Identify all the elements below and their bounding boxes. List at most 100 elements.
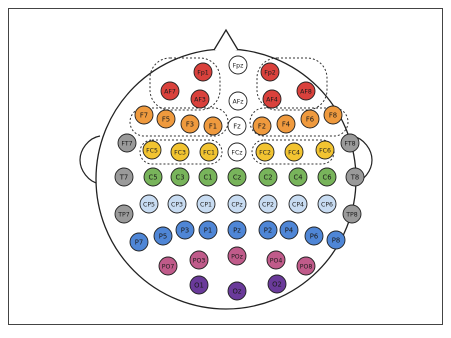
electrode-f6: F6 bbox=[301, 110, 319, 128]
electrode-fz: Fz bbox=[228, 117, 246, 135]
electrode-fcz: FCz bbox=[228, 143, 246, 161]
electrode-label: FC2 bbox=[259, 149, 271, 156]
electrode-label: T8 bbox=[350, 173, 359, 181]
electrode-po7: PO7 bbox=[159, 257, 177, 275]
electrode-label: CP2 bbox=[262, 201, 274, 208]
electrode-label: FC1 bbox=[203, 149, 215, 156]
electrode-af7: AF7 bbox=[161, 82, 179, 100]
electrode-label: F6 bbox=[306, 115, 314, 123]
electrode-label: Fp2 bbox=[264, 69, 275, 76]
electrode-fpz: Fpz bbox=[229, 56, 247, 74]
electrode-label: F1 bbox=[209, 122, 217, 130]
electrode-label: FC4 bbox=[288, 149, 300, 156]
electrode-p6: P6 bbox=[305, 227, 323, 245]
electrode-label: TP8 bbox=[345, 211, 358, 218]
electrode-ft7: FT7 bbox=[118, 134, 136, 152]
electrode-label: Fpz bbox=[233, 62, 244, 69]
electrode-fc4: FC4 bbox=[285, 143, 303, 161]
electrode-fc5: FC5 bbox=[143, 141, 161, 159]
electrode-t8: T8 bbox=[346, 168, 364, 186]
electrode-t7: T7 bbox=[115, 168, 133, 186]
electrode-po4: PO4 bbox=[267, 251, 285, 269]
electrode-label: FCz bbox=[231, 149, 242, 156]
electrode-cpz: CPz bbox=[228, 195, 246, 213]
electrode-po8: PO8 bbox=[297, 257, 315, 275]
electrode-c3: C3 bbox=[171, 168, 189, 186]
head-outline bbox=[96, 49, 356, 309]
electrode-fc2: FC2 bbox=[256, 143, 274, 161]
electrode-label: P5 bbox=[159, 232, 167, 240]
electrode-label: CP5 bbox=[143, 201, 155, 208]
electrode-label: FC5 bbox=[146, 147, 158, 154]
electrode-fp2: Fp2 bbox=[261, 63, 279, 81]
electrode-oz: Oz bbox=[228, 282, 246, 300]
electrode-label: CP3 bbox=[171, 201, 183, 208]
electrode-label: P4 bbox=[285, 226, 293, 234]
electrode-label: AFz bbox=[232, 98, 243, 105]
electrode-label: CP6 bbox=[321, 201, 333, 208]
electrode-label: PO8 bbox=[300, 263, 313, 270]
electrode-p8: P8 bbox=[327, 231, 345, 249]
electrode-fc6: FC6 bbox=[316, 141, 334, 159]
electrode-cp3: CP3 bbox=[168, 195, 186, 213]
electrode-f1: F1 bbox=[204, 117, 222, 135]
electrode-af8: AF8 bbox=[297, 82, 315, 100]
electrode-o2: O2 bbox=[268, 275, 286, 293]
electrode-label: AF4 bbox=[266, 96, 278, 103]
electrode-af4: AF4 bbox=[263, 90, 281, 108]
electrode-f2: F2 bbox=[253, 117, 271, 135]
electrode-label: C2 bbox=[263, 173, 272, 181]
electrode-c6: C6 bbox=[318, 168, 336, 186]
electrode-label: P2 bbox=[264, 226, 272, 234]
electrode-cp5: CP5 bbox=[140, 195, 158, 213]
electrode-label: C5 bbox=[148, 173, 157, 181]
electrode-label: CP1 bbox=[200, 201, 212, 208]
electrode-tp8: TP8 bbox=[343, 205, 361, 223]
electrode-fp1: Fp1 bbox=[194, 63, 212, 81]
electrode-label: P7 bbox=[135, 238, 143, 246]
electrode-f5: F5 bbox=[157, 110, 175, 128]
electrode-label: Fp1 bbox=[197, 69, 208, 76]
electrode-f4: F4 bbox=[277, 115, 295, 133]
electrode-label: FT7 bbox=[121, 140, 132, 147]
electrode-label: P6 bbox=[310, 232, 318, 240]
electrode-label: AF7 bbox=[164, 88, 176, 95]
electrode-label: F8 bbox=[329, 111, 337, 119]
electrode-label: FC6 bbox=[319, 147, 331, 154]
electrode-label: C1 bbox=[203, 173, 212, 181]
electrode-po3: PO3 bbox=[190, 251, 208, 269]
electrode-afz: AFz bbox=[229, 92, 247, 110]
electrode-c4: C4 bbox=[289, 168, 307, 186]
electrode-label: CPz bbox=[231, 201, 242, 208]
electrode-label: PO4 bbox=[270, 257, 283, 264]
electrode-label: PO3 bbox=[193, 257, 206, 264]
electrode-ft8: FT8 bbox=[341, 134, 359, 152]
electrode-cp1: CP1 bbox=[197, 195, 215, 213]
electrode-o1: O1 bbox=[190, 276, 208, 294]
electrode-label: P3 bbox=[181, 226, 189, 234]
electrode-cp4: CP4 bbox=[289, 195, 307, 213]
electrode-cp2: CP2 bbox=[259, 195, 277, 213]
electrode-f7: F7 bbox=[135, 106, 153, 124]
electrode-p2: P2 bbox=[259, 221, 277, 239]
electrode-c2: C2 bbox=[259, 168, 277, 186]
electrode-cp6: CP6 bbox=[318, 195, 336, 213]
electrode-c1: C1 bbox=[199, 168, 217, 186]
electrode-f8: F8 bbox=[324, 106, 342, 124]
electrode-label: F4 bbox=[282, 120, 290, 128]
electrode-poz: POz bbox=[228, 247, 246, 265]
electrode-label: POz bbox=[231, 253, 243, 260]
electrode-label: C6 bbox=[322, 173, 331, 181]
electrode-label: C3 bbox=[175, 173, 184, 181]
electrode-label: F7 bbox=[140, 111, 148, 119]
electrode-fc3: FC3 bbox=[171, 143, 189, 161]
electrode-label: F3 bbox=[186, 120, 194, 128]
electrode-pz: Pz bbox=[228, 221, 246, 239]
electrode-label: O1 bbox=[194, 281, 204, 289]
electrode-p1: P1 bbox=[199, 221, 217, 239]
electrode-fc1: FC1 bbox=[200, 143, 218, 161]
electrode-label: F2 bbox=[258, 122, 266, 130]
electrode-cz: Cz bbox=[228, 168, 246, 186]
electrode-label: Oz bbox=[233, 287, 242, 295]
